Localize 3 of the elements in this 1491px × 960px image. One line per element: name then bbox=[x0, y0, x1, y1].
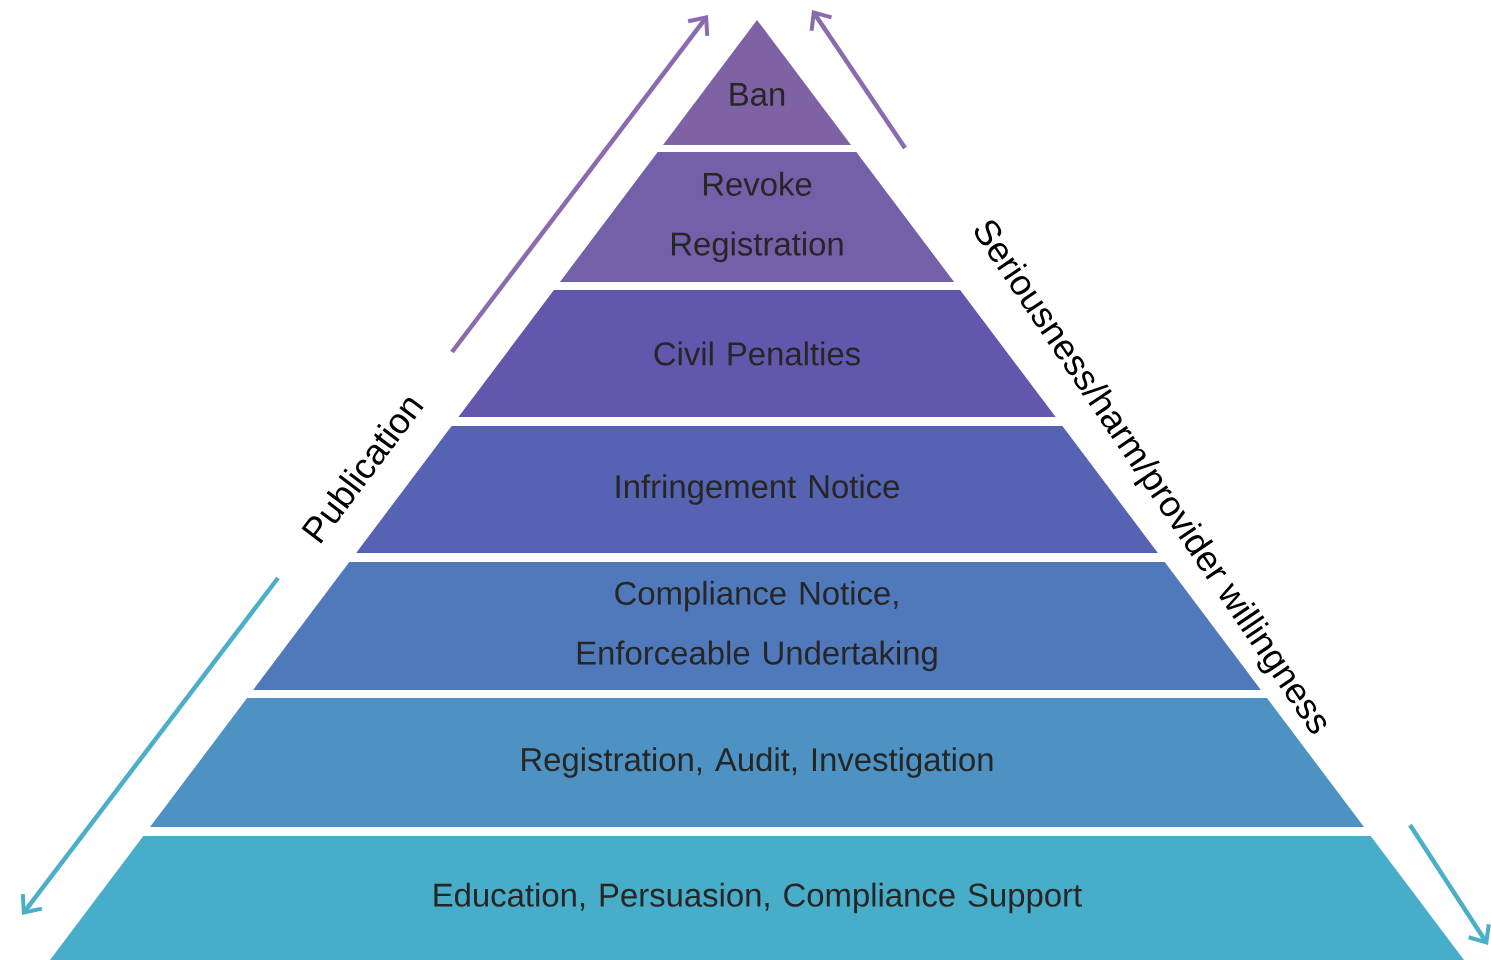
pyramid-level: Revoke Registration bbox=[559, 152, 955, 282]
pyramid-level: Ban bbox=[663, 20, 851, 145]
pyramid-level: Education, Persuasion, Compliance Support bbox=[50, 836, 1464, 960]
